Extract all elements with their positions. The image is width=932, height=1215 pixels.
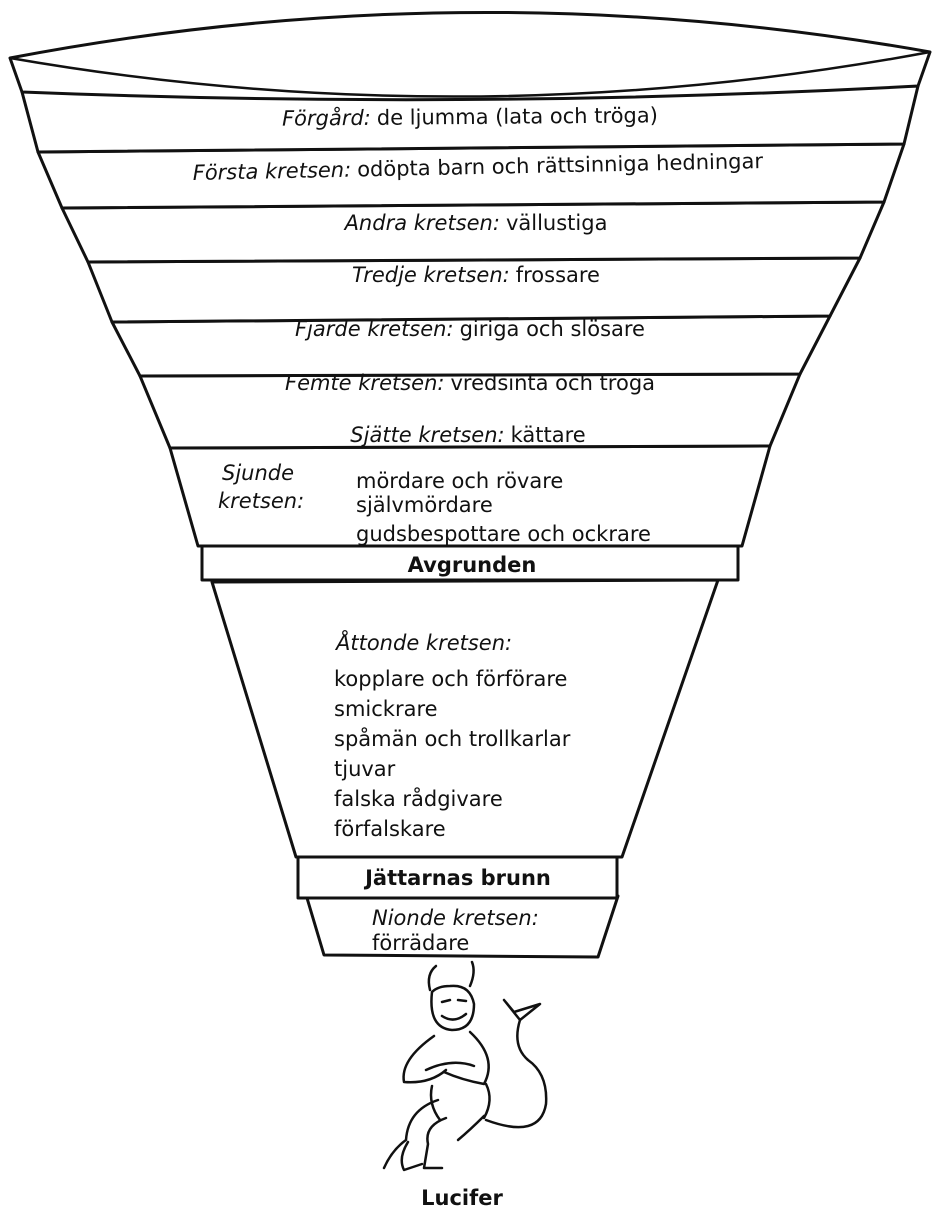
ninth-circle-desc: förrädare bbox=[372, 931, 469, 955]
fourth-circle-label: Fjärde kretsen:giriga och slösare bbox=[295, 317, 645, 341]
abyss-label: Avgrunden bbox=[408, 553, 537, 577]
seventh-circle-name-line1: Sjunde bbox=[222, 461, 294, 485]
lucifer-label: Lucifer bbox=[421, 1186, 503, 1210]
seventh-circle-item: mördare och rövare bbox=[356, 469, 563, 493]
third-circle-label: Tredje kretsen:frossare bbox=[352, 263, 600, 287]
vestibule-label: Förgård:de ljumma (lata och tröga) bbox=[282, 102, 658, 130]
eighth-circle-item: kopplare och förförare bbox=[334, 667, 567, 691]
fifth-circle-label: Femte kretsen:vredsinta och tröga bbox=[285, 371, 655, 395]
seventh-circle-item: gudsbespottare och ockrare bbox=[356, 522, 651, 546]
eighth-circle-item: smickrare bbox=[334, 697, 438, 721]
seventh-circle-item: självmördare bbox=[356, 493, 493, 517]
eighth-circle-name: Åttonde kretsen: bbox=[334, 629, 512, 655]
eighth-circle-item: förfalskare bbox=[334, 817, 446, 841]
seventh-circle-name-line2: kretsen: bbox=[218, 489, 304, 513]
second-circle-label: Andra kretsen:vällustiga bbox=[343, 211, 608, 235]
eighth-circle-band bbox=[210, 578, 720, 859]
lucifer-figure bbox=[382, 960, 548, 1172]
giants-well-label: Jättarnas brunn bbox=[363, 866, 551, 890]
eighth-circle-item: tjuvar bbox=[334, 757, 396, 781]
rim-lip bbox=[8, 50, 932, 98]
sixth-circle-label: Sjätte kretsen:kättare bbox=[350, 423, 585, 447]
eighth-circle-item: spåmän och trollkarlar bbox=[334, 726, 571, 751]
funnel-rim bbox=[8, 10, 932, 102]
ninth-circle-name: Nionde kretsen: bbox=[372, 906, 539, 930]
eighth-circle-item: falska rådgivare bbox=[334, 786, 503, 811]
